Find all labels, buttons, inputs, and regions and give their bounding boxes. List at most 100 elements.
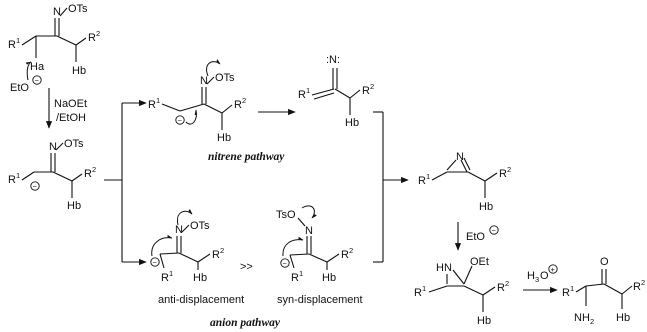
atom-hb: Hb [477, 315, 491, 327]
atom-n: N [200, 75, 208, 87]
base-step: NaOEt /EtOH [45, 88, 87, 129]
reagent-eto: EtO [466, 231, 485, 243]
atom-r1: R [414, 287, 422, 299]
azirine-product: N R 1 R 2 Hb [418, 151, 511, 213]
label-syn-displacement: syn-displacement [277, 294, 363, 306]
atom-r1-sup: 1 [156, 96, 160, 105]
vinyl-nitrene: :N: R 1 R 2 Hb [298, 54, 374, 129]
atom-nh2-sub: 2 [590, 317, 594, 326]
ethoxide-step: EtO − [454, 222, 499, 251]
minus-sign: − [33, 182, 38, 191]
atom-r1: R [8, 174, 16, 186]
merge-connector [373, 111, 409, 263]
minus-charge-icon [280, 258, 290, 268]
atom-r2-sup: 2 [220, 246, 224, 255]
reagent-h3o: H [527, 270, 535, 282]
aminoketone-product: O R 1 R 2 NH 2 Hb [562, 256, 645, 326]
atom-hb: Hb [616, 312, 630, 324]
plus-sign: + [551, 265, 556, 274]
anti-displacement-structure: N OTs R 2 Hb R 1 − [150, 209, 224, 284]
atom-r1: R [291, 272, 299, 284]
atom-r1: R [298, 89, 306, 101]
atom-r2: R [234, 99, 242, 111]
curly-arrow-n-o [301, 205, 317, 219]
atom-r2-sup: 2 [641, 278, 645, 287]
curly-arrow-deprotonation [25, 61, 32, 81]
atom-n: N [49, 141, 57, 153]
atom-r1-sup: 1 [422, 284, 426, 293]
atom-r2: R [633, 281, 641, 293]
label-anion-pathway: anion pathway [210, 317, 281, 329]
minus-sign: − [283, 259, 288, 268]
atom-r2: R [212, 249, 220, 261]
atom-n: N [175, 224, 183, 236]
atom-r2-sup: 2 [92, 165, 96, 174]
atom-hb: Hb [217, 132, 231, 144]
nitrene-n: :N: [326, 54, 340, 66]
atom-r2: R [84, 168, 92, 180]
atom-n: N [305, 225, 313, 237]
syn-displacement-structure: TsO N R 2 Hb R 1 − [276, 205, 353, 284]
atom-r2-sup: 2 [242, 96, 246, 105]
atom-r1-sup: 1 [16, 36, 20, 45]
atom-r1: R [8, 39, 16, 51]
atom-oet: OEt [470, 256, 489, 268]
atom-n: N [456, 151, 464, 163]
minus-charge-icon [32, 75, 42, 85]
curly-arrow-n-o [176, 209, 193, 226]
atom-eto: EtO [10, 82, 29, 94]
atom-r1: R [418, 175, 426, 187]
atom-r1-sup: 1 [306, 86, 310, 95]
carbanion-intermediate: N OTs R 1 R 2 Hb − [8, 138, 96, 212]
atom-r2-sup: 2 [96, 29, 100, 38]
minus-sign: − [178, 116, 183, 125]
reagent-etoh: /EtOH [56, 112, 86, 124]
atom-tso: TsO [276, 209, 296, 221]
reagent-h3o-sub: 3 [535, 275, 539, 284]
atom-hb: Hb [345, 117, 359, 129]
atom-r1-sup: 1 [16, 171, 20, 180]
minus-charge-icon [30, 181, 40, 191]
much-greater-symbol: >> [240, 261, 253, 273]
atom-hb: Hb [193, 272, 207, 284]
atom-hb: Hb [479, 201, 493, 213]
atom-r2-sup: 2 [505, 279, 509, 288]
atom-r2: R [499, 168, 507, 180]
atom-r2-sup: 2 [370, 82, 374, 91]
atom-r1: R [161, 272, 169, 284]
atom-r2-sup: 2 [507, 165, 511, 174]
atom-hb: Hb [322, 272, 336, 284]
atom-r2: R [88, 32, 96, 44]
atom-ots: OTs [64, 138, 84, 150]
aziridine-intermediate: HN OEt R 1 R 2 Hb [414, 256, 509, 327]
curly-arrow-n-o [206, 59, 221, 77]
atom-ha: Ha [30, 61, 45, 73]
curly-arrow-anion [151, 234, 173, 257]
atom-hb: Hb [67, 200, 81, 212]
minus-charge-icon [150, 257, 160, 267]
atom-r1: R [148, 99, 156, 111]
atom-r1-sup: 1 [426, 172, 430, 181]
reagent-h3o-o: O [540, 270, 549, 282]
atom-r2: R [362, 85, 370, 97]
curly-arrow-c-c [185, 109, 197, 125]
branch-connector [104, 99, 147, 266]
atom-r1-sup: 1 [299, 269, 303, 278]
minus-sign: − [153, 258, 158, 267]
minus-charge-icon [489, 225, 499, 235]
atom-r2-sup: 2 [349, 246, 353, 255]
atom-r1: R [562, 287, 570, 299]
oxime-tosylate-start: N OTs R 1 R 2 Ha Hb EtO − [8, 3, 100, 94]
atom-r2: R [341, 249, 349, 261]
label-nitrene-pathway: nitrene pathway [208, 151, 285, 163]
atom-ots: OTs [215, 72, 235, 84]
reagent-naoet: NaOEt [54, 98, 87, 110]
atom-hn: HN [436, 262, 452, 274]
minus-charge-icon [175, 115, 185, 125]
atom-ots: OTs [68, 3, 88, 15]
atom-r1-sup: 1 [570, 284, 574, 293]
atom-r2: R [497, 282, 505, 294]
atom-hb: Hb [72, 65, 86, 77]
curly-arrow-anion [282, 236, 304, 257]
